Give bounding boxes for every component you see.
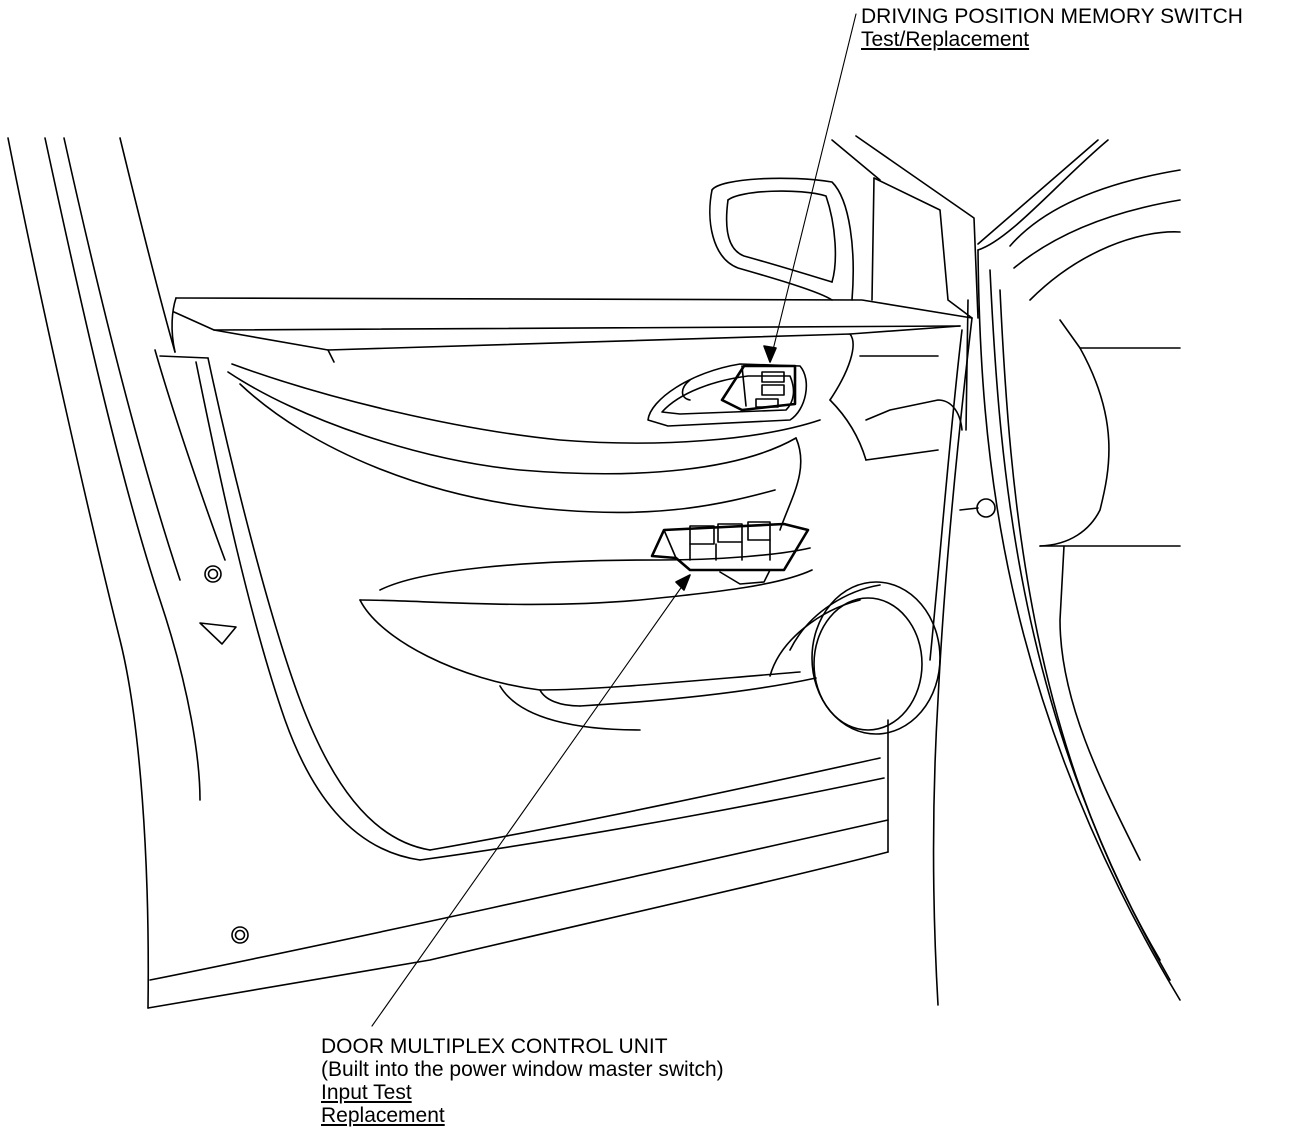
body-pillar-right <box>959 139 1181 1001</box>
multiplex-unit-title: DOOR MULTIPLEX CONTROL UNIT <box>321 1035 668 1058</box>
leader-memory-switch <box>769 13 857 363</box>
master-switch-shape <box>650 521 810 585</box>
door-speaker <box>769 581 941 735</box>
door-frame-left <box>7 137 201 1009</box>
side-mirror <box>709 135 979 319</box>
leader-multiplex-unit <box>371 574 691 1027</box>
arrowhead-multiplex-unit <box>675 574 691 591</box>
multiplex-unit-callout: DOOR MULTIPLEX CONTROL UNIT (Built into … <box>321 1035 724 1127</box>
arrowhead-memory-switch <box>763 345 777 363</box>
multiplex-unit-input-test-link[interactable]: Input Test <box>321 1081 412 1104</box>
armrest <box>359 547 817 731</box>
memory-switch-test-replacement-link[interactable]: Test/Replacement <box>861 28 1030 51</box>
multiplex-unit-replacement-link[interactable]: Replacement <box>321 1104 445 1127</box>
memory-switch-shape <box>720 364 797 412</box>
upper-trim <box>213 325 963 531</box>
multiplex-unit-subtitle: (Built into the power window master swit… <box>321 1058 724 1081</box>
leader-lines <box>371 13 857 1027</box>
memory-switch-callout: DRIVING POSITION MEMORY SWITCH Test/Repl… <box>861 5 1243 51</box>
door-shell <box>147 297 973 1009</box>
memory-switch-title: DRIVING POSITION MEMORY SWITCH <box>861 5 1243 28</box>
